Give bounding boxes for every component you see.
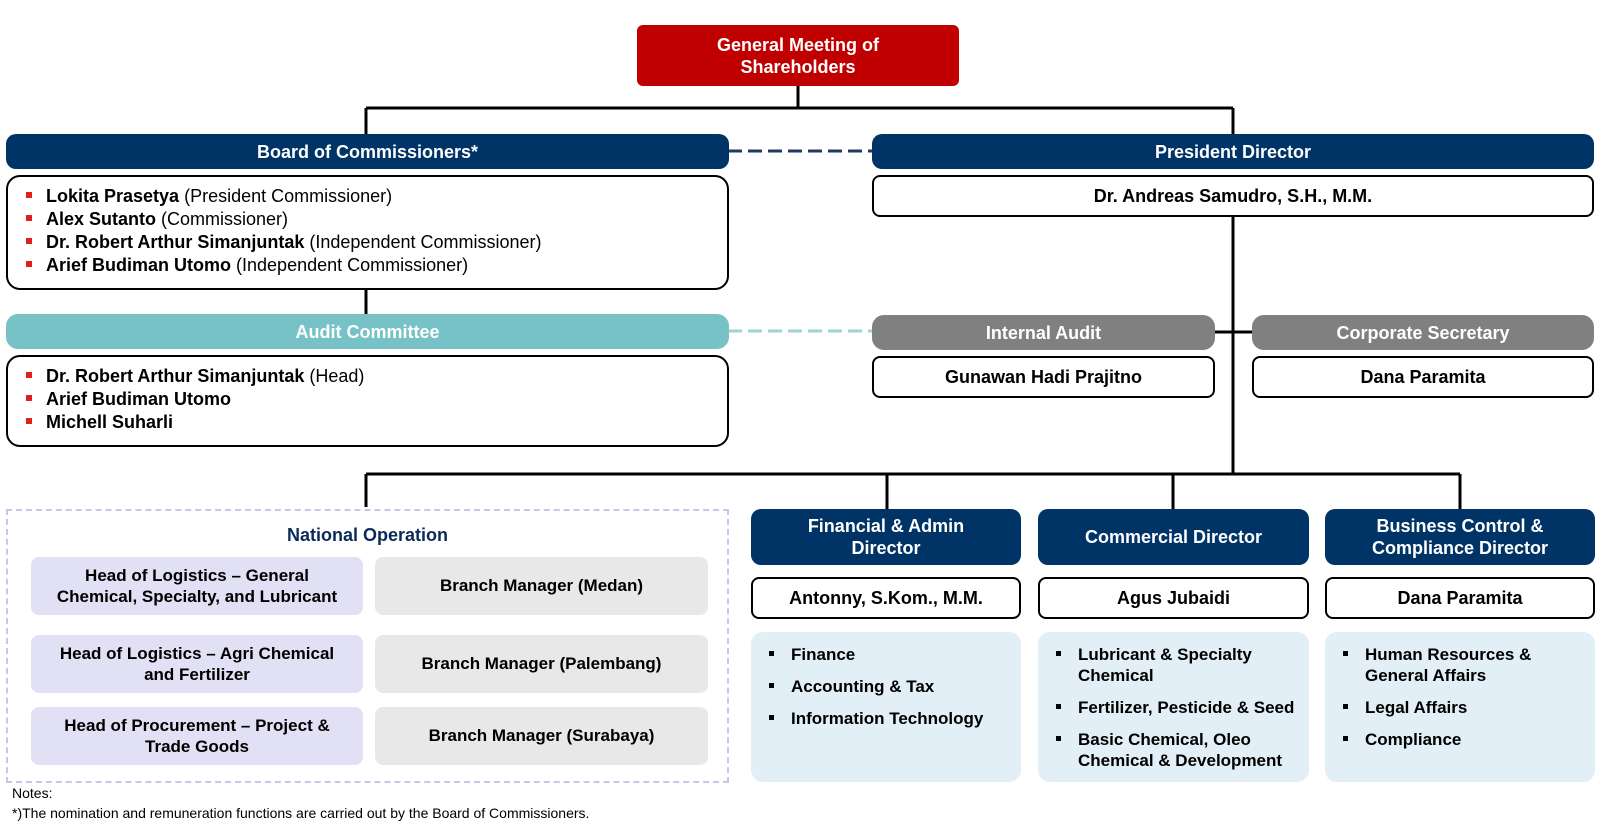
function-item: Information Technology	[769, 708, 1011, 729]
function-item: Finance	[769, 644, 1011, 665]
audit-committee-members: Dr. Robert Arthur Simanjuntak (Head) Ari…	[6, 355, 729, 447]
president-director-name-box: Dr. Andreas Samudro, S.H., M.M.	[872, 175, 1594, 217]
bullet-icon	[1343, 704, 1348, 709]
corporate-secretary-name-box: Dana Paramita	[1252, 356, 1594, 398]
bullet-icon	[769, 651, 774, 656]
function-item: Accounting & Tax	[769, 676, 1011, 697]
function-item: Legal Affairs	[1343, 697, 1585, 718]
bullet-icon	[26, 238, 32, 245]
commissioner-item: Lokita Prasetya (President Commissioner)	[26, 185, 727, 208]
board-of-commissioners-members: Lokita Prasetya (President Commissioner)…	[6, 175, 729, 290]
commercial-director-name-box: Agus Jubaidi	[1038, 577, 1309, 619]
head-logistics-agri-box: Head of Logistics – Agri Chemical and Fe…	[31, 635, 363, 693]
branch-manager-palembang-box: Branch Manager (Palembang)	[375, 635, 708, 693]
audit-committee-title: Audit Committee	[295, 321, 440, 342]
function-item: Lubricant & Specialty Chemical	[1056, 644, 1299, 686]
internal-audit-title: Internal Audit	[985, 322, 1102, 343]
bullet-icon	[1056, 651, 1061, 656]
bullet-icon	[26, 418, 32, 425]
commissioner-item: Alex Sutanto (Commissioner)	[26, 208, 727, 231]
bullet-icon	[26, 215, 32, 222]
corporate-secretary-name: Dana Paramita	[1360, 366, 1486, 387]
internal-audit-header: Internal Audit	[872, 315, 1215, 350]
notes-label: Notes:	[12, 785, 53, 801]
general-meeting-title: General Meeting of Shareholders	[716, 34, 880, 77]
board-of-commissioners-header: Board of Commissioners*	[6, 134, 729, 169]
bullet-icon	[1343, 736, 1348, 741]
president-director-header: President Director	[872, 134, 1594, 169]
corporate-secretary-header: Corporate Secretary	[1252, 315, 1594, 350]
bullet-icon	[1056, 704, 1061, 709]
bullet-icon	[769, 683, 774, 688]
corporate-secretary-title: Corporate Secretary	[1336, 322, 1510, 343]
head-logistics-general-box: Head of Logistics – General Chemical, Sp…	[31, 557, 363, 615]
bullet-icon	[26, 192, 32, 199]
internal-audit-name-box: Gunawan Hadi Prajitno	[872, 356, 1215, 398]
notes-section: Notes: *)The nomination and remuneration…	[12, 783, 912, 823]
branch-manager-medan-box: Branch Manager (Medan)	[375, 557, 708, 615]
audit-committee-item: Michell Suharli	[26, 411, 727, 434]
bullet-icon	[26, 372, 32, 379]
business-control-director-header: Business Control & Compliance Director	[1325, 509, 1595, 565]
function-item: Human Resources & General Affairs	[1343, 644, 1585, 686]
bullet-icon	[26, 261, 32, 268]
notes-text: *)The nomination and remuneration functi…	[12, 805, 590, 821]
branch-manager-surabaya-box: Branch Manager (Surabaya)	[375, 707, 708, 765]
head-procurement-box: Head of Procurement – Project & Trade Go…	[31, 707, 363, 765]
general-meeting-box: General Meeting of Shareholders	[637, 25, 959, 86]
bullet-icon	[769, 715, 774, 720]
audit-committee-item: Arief Budiman Utomo	[26, 388, 727, 411]
commissioner-item: Arief Budiman Utomo (Independent Commiss…	[26, 254, 727, 277]
commercial-director-header: Commercial Director	[1038, 509, 1309, 565]
national-operation-container	[6, 509, 729, 783]
president-director-title: President Director	[1154, 141, 1312, 162]
function-item: Compliance	[1343, 729, 1585, 750]
function-item: Basic Chemical, Oleo Chemical & Developm…	[1056, 729, 1299, 771]
bullet-icon	[26, 395, 32, 402]
financial-admin-director-header: Financial & Admin Director	[751, 509, 1021, 565]
financial-admin-functions: Finance Accounting & Tax Information Tec…	[751, 632, 1021, 782]
audit-committee-item: Dr. Robert Arthur Simanjuntak (Head)	[26, 365, 727, 388]
audit-committee-header: Audit Committee	[6, 314, 729, 349]
commercial-functions: Lubricant & Specialty Chemical Fertilize…	[1038, 632, 1309, 782]
bullet-icon	[1343, 651, 1348, 656]
financial-admin-director-name-box: Antonny, S.Kom., M.M.	[751, 577, 1021, 619]
commissioner-item: Dr. Robert Arthur Simanjuntak (Independe…	[26, 231, 727, 254]
function-item: Fertilizer, Pesticide & Seed	[1056, 697, 1299, 718]
president-director-name: Dr. Andreas Samudro, S.H., M.M.	[1093, 185, 1373, 206]
internal-audit-name: Gunawan Hadi Prajitno	[944, 366, 1143, 387]
business-control-director-name-box: Dana Paramita	[1325, 577, 1595, 619]
national-operation-title: National Operation	[286, 525, 448, 545]
bullet-icon	[1056, 736, 1061, 741]
board-of-commissioners-title: Board of Commissioners*	[256, 141, 479, 162]
business-control-functions: Human Resources & General Affairs Legal …	[1325, 632, 1595, 782]
